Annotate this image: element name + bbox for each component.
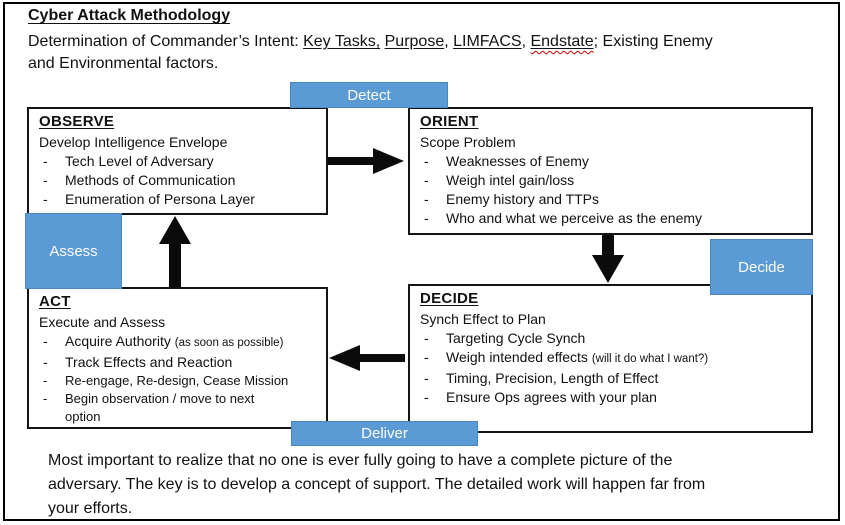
bullet-dash: - (424, 172, 429, 188)
subtitle-prefix: Determination of Commander’s Intent: (28, 33, 304, 50)
bullet-main: Weigh intended effects (446, 349, 592, 365)
bullet-text: Enemy history and TTPs (446, 191, 600, 207)
list-item: - Weaknesses of Enemy (420, 152, 801, 171)
subtitle-key-tasks: Key Tasks, (303, 33, 381, 50)
list-item: - Track Effects and Reaction (39, 353, 316, 372)
list-item: - Enumeration of Persona Layer (39, 190, 316, 209)
list-item: - Targeting Cycle Synch (420, 329, 801, 348)
subtitle-endstate-text: Endstate (530, 33, 594, 50)
bullet-dash: - (424, 330, 429, 346)
bullet-text: Targeting Cycle Synch (446, 330, 586, 346)
bullet-dash: - (43, 153, 48, 169)
list-item: - Timing, Precision, Length of Effect (420, 369, 801, 388)
bullet-text: Tech Level of Adversary (65, 153, 214, 169)
bullet-dash: - (424, 153, 429, 169)
bullet-dash: - (424, 370, 429, 386)
bullet-text: Ensure Ops agrees with your plan (446, 389, 657, 405)
bullet-dash: - (43, 333, 48, 349)
bullet-dash: - (43, 354, 48, 370)
subtitle-limfacs: LIMFACS (453, 33, 522, 50)
act-box: ACT Execute and Assess - Acquire Authori… (27, 287, 328, 429)
footer-note: Most important to realize that no one is… (48, 452, 706, 517)
observe-box: OBSERVE Develop Intelligence Envelope - … (27, 107, 328, 215)
decide-box: DECIDE Synch Effect to Plan - Targeting … (408, 284, 813, 433)
bullet-dash: - (43, 191, 48, 207)
bullet-text: Methods of Communication (65, 172, 236, 188)
subtitle-endstate: Endstate (530, 33, 593, 50)
bullet-text: Begin observation / move to next option (65, 391, 255, 424)
orient-subheading: Scope Problem (420, 134, 516, 150)
list-item: - Ensure Ops agrees with your plan (420, 388, 801, 407)
list-item: - Methods of Communication (39, 171, 316, 190)
bullet-dash: - (424, 210, 429, 226)
subtitle-sep: , (521, 33, 531, 50)
page-title: Cyber Attack Methodology (28, 7, 231, 24)
list-item: - Tech Level of Adversary (39, 152, 316, 171)
deliver-label: Deliver (291, 421, 478, 446)
orient-box: ORIENT Scope Problem - Weaknesses of Ene… (408, 107, 813, 235)
observe-heading: OBSERVE (39, 113, 115, 130)
subtitle-purpose: Purpose (384, 33, 445, 50)
list-item: - Enemy history and TTPs (420, 190, 801, 209)
bullet-dash: - (43, 172, 48, 188)
bullet-text: Track Effects and Reaction (65, 354, 233, 370)
bullet-text: Who and what we perceive as the enemy (446, 210, 703, 226)
bullet-dash: - (43, 391, 48, 406)
bullet-dash: - (424, 191, 429, 207)
bullet-dash: - (424, 349, 429, 365)
subtitle-suffix: ; Existing Enemy and Environmental facto… (28, 33, 713, 72)
bullet-text: Timing, Precision, Length of Effect (446, 370, 659, 386)
bullet-dash: - (43, 373, 48, 388)
orient-heading: ORIENT (420, 113, 479, 130)
assess-label: Assess (25, 213, 122, 289)
arrow-up-icon (159, 216, 191, 288)
decide-heading: DECIDE (420, 290, 479, 307)
decide-subheading: Synch Effect to Plan (420, 311, 546, 327)
subtitle-sep: , (444, 33, 454, 50)
decide-label: Decide (710, 239, 813, 295)
subtitle: Determination of Commander’s Intent: Key… (28, 31, 728, 75)
list-item: - Begin observation / move to next optio… (39, 390, 316, 426)
bullet-text: Enumeration of Persona Layer (65, 191, 255, 207)
arrow-right-icon (328, 148, 404, 174)
list-item: - Who and what we perceive as the enemy (420, 209, 801, 228)
act-subheading: Execute and Assess (39, 314, 166, 330)
observe-subheading: Develop Intelligence Envelope (39, 134, 228, 150)
list-item: - Acquire Authority (as soon as possible… (39, 332, 316, 353)
bullet-main: Acquire Authority (65, 333, 175, 349)
bullet-text: Weigh intel gain/loss (446, 172, 575, 188)
bullet-text: Acquire Authority (as soon as possible) (65, 332, 316, 353)
bullet-note: (will it do what I want?) (591, 353, 709, 365)
list-item: - Weigh intel gain/loss (420, 171, 801, 190)
arrow-down-icon (592, 235, 624, 283)
bullet-text: Weigh intended effects (will it do what … (446, 348, 801, 369)
act-heading: ACT (39, 293, 71, 310)
slide-border (3, 2, 840, 521)
list-item: - Weigh intended effects (will it do wha… (420, 348, 801, 369)
bullet-note: (as soon as possible) (174, 337, 284, 349)
bullet-dash: - (424, 389, 429, 405)
detect-label: Detect (290, 82, 448, 108)
bullet-text: Weaknesses of Enemy (446, 153, 589, 169)
arrow-left-icon (329, 345, 405, 371)
list-item: - Re-engage, Re-design, Cease Mission (39, 372, 316, 390)
bullet-text: Re-engage, Re-design, Cease Mission (65, 373, 289, 388)
